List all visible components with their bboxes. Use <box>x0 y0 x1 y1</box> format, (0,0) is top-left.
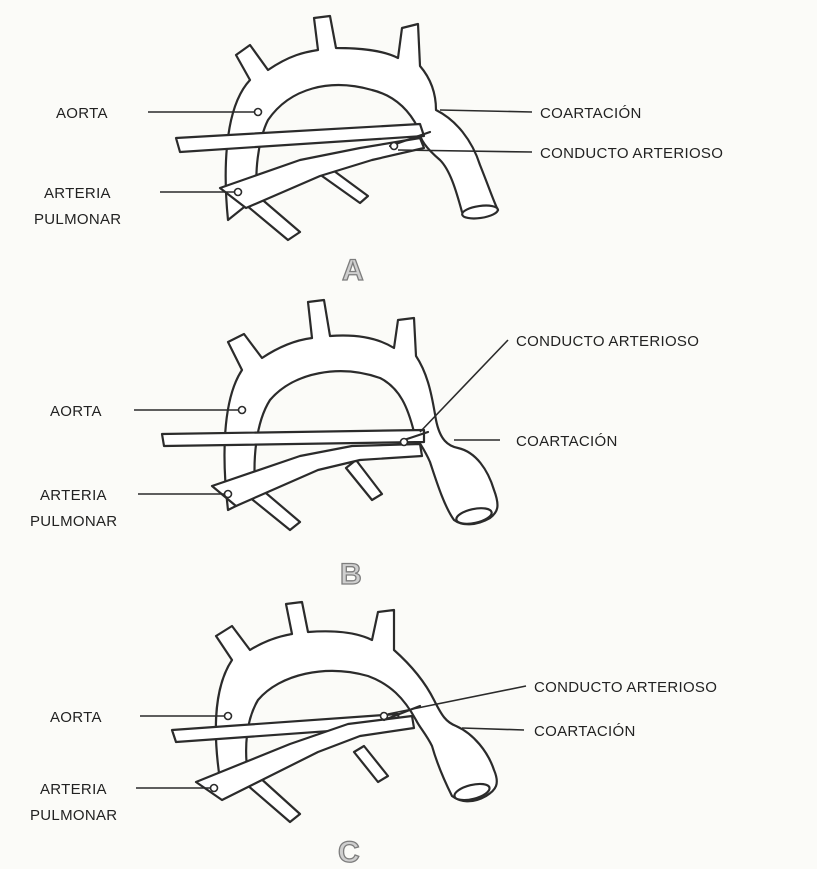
horizontal-vessel-b <box>162 430 424 446</box>
aorta-marker-a <box>255 109 262 116</box>
pulmonary-left-branch-c <box>354 746 388 782</box>
aorta-marker-c <box>225 713 232 720</box>
conducto-marker-b <box>401 439 408 446</box>
label-conducto-a: CONDUCTO ARTERIOSO <box>540 145 723 162</box>
label-aorta-c: AORTA <box>50 709 102 726</box>
aorta-marker-b <box>239 407 246 414</box>
arteria-marker-a <box>235 189 242 196</box>
label-coartacion-a: COARTACIÓN <box>540 105 642 122</box>
panel-c: AORTA CONDUCTO ARTERIOSO COARTACIÓN ARTE… <box>30 602 717 869</box>
panel-b: AORTA CONDUCTO ARTERIOSO COARTACIÓN ARTE… <box>30 300 699 591</box>
label-conducto-c: CONDUCTO ARTERIOSO <box>534 679 717 696</box>
label-aorta-a: AORTA <box>56 105 108 122</box>
panel-letter-b: B <box>340 558 362 591</box>
label-arteria-c-line2: PULMONAR <box>30 807 117 824</box>
label-coartacion-b: COARTACIÓN <box>516 433 618 450</box>
label-arteria-a-line1: ARTERIA <box>44 185 111 202</box>
coartacion-leader-a <box>440 110 532 112</box>
panel-letter-a: A <box>342 254 364 287</box>
conducto-leader-a <box>398 150 532 152</box>
conducto-marker-a <box>391 143 398 150</box>
panel-letter-c: C <box>338 836 360 869</box>
label-arteria-b-line2: PULMONAR <box>30 513 117 530</box>
label-coartacion-c: COARTACIÓN <box>534 723 636 740</box>
panel-a: AORTA COARTACIÓN CONDUCTO ARTERIOSO ARTE… <box>34 16 723 287</box>
conducto-marker-c <box>381 713 388 720</box>
label-aorta-b: AORTA <box>50 403 102 420</box>
coartacion-leader-c <box>462 728 524 730</box>
label-arteria-a-line2: PULMONAR <box>34 211 121 228</box>
label-arteria-c-line1: ARTERIA <box>40 781 107 798</box>
arteria-marker-c <box>211 785 218 792</box>
pulmonary-left-branch-b <box>346 460 382 500</box>
conducto-leader-b <box>420 340 508 432</box>
label-conducto-b: CONDUCTO ARTERIOSO <box>516 333 699 350</box>
label-arteria-b-line1: ARTERIA <box>40 487 107 504</box>
arteria-marker-b <box>225 491 232 498</box>
